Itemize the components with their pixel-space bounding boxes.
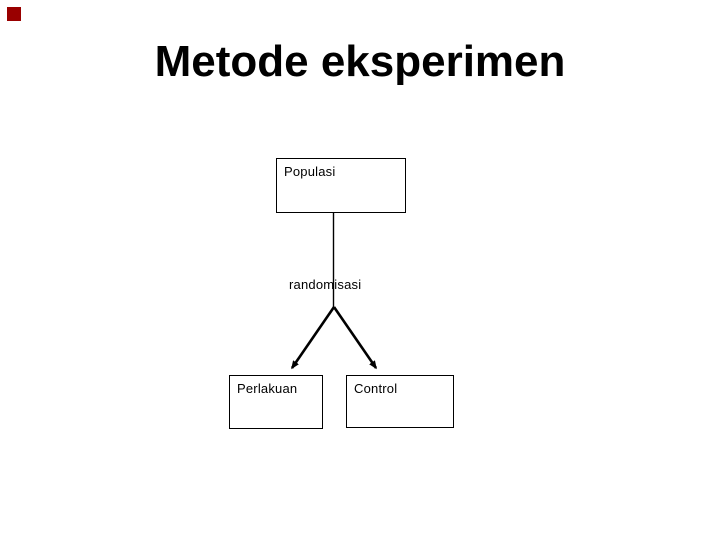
populasi-box-label: Populasi xyxy=(284,164,336,179)
perlakuan-box: Perlakuan xyxy=(229,375,323,429)
populasi-box: Populasi xyxy=(276,158,406,213)
red-square-accent xyxy=(7,7,21,21)
arrow-to-control xyxy=(332,306,378,370)
randomisasi-edge-label: randomisasi xyxy=(289,277,362,292)
control-box-label: Control xyxy=(354,381,398,396)
arrow-to-perlakuan xyxy=(290,306,336,370)
perlakuan-box-label: Perlakuan xyxy=(237,381,298,396)
slide-title: Metode eksperimen xyxy=(154,37,566,86)
control-box: Control xyxy=(346,375,454,428)
